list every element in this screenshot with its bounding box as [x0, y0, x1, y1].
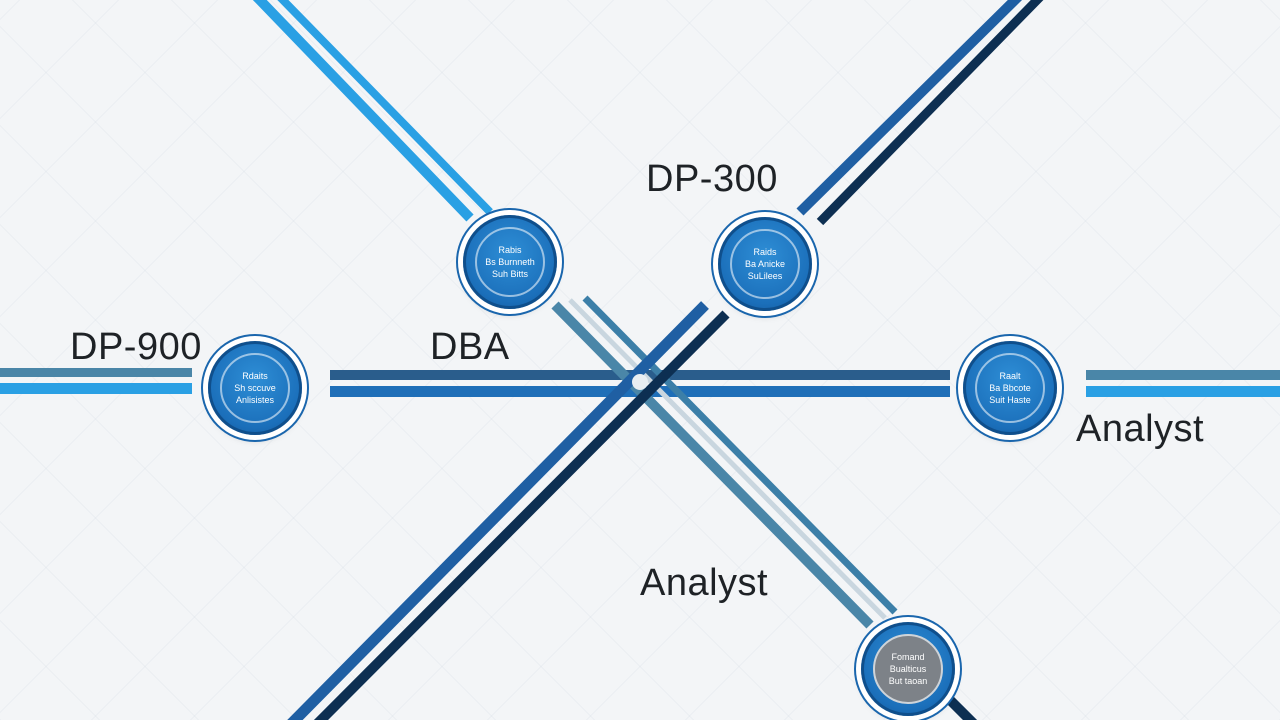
intersection-node	[632, 374, 648, 390]
station-analyst-inner: Raalt Ba Bbcote Suit Haste	[975, 353, 1045, 423]
station-analyst-bottom-inner: Fomand Bualticus But taoan	[873, 634, 943, 704]
label-analyst-bottom: Analyst	[640, 562, 769, 604]
label-dp900: DP-900	[70, 326, 202, 368]
station-dp300[interactable]: Raids Ba Anicke SuLilees	[718, 217, 812, 311]
diagonal-route-navy	[287, 0, 1044, 720]
station-dp900-inner: Rdaits Sh sccuve Anlisistes	[220, 353, 290, 423]
station-analyst-bottom-caption: Fomand Bualticus But taoan	[888, 652, 928, 686]
label-dba: DBA	[430, 326, 510, 368]
label-analyst-right: Analyst	[1076, 408, 1205, 450]
label-dp300: DP-300	[646, 158, 778, 200]
station-dba-caption: Rabis Bs Burnneth Suh Bitts	[485, 245, 535, 279]
diagonal-route-light-blue	[252, 0, 898, 629]
station-dba-inner: Rabis Bs Burnneth Suh Bitts	[475, 227, 545, 297]
horizontal-route-left	[0, 368, 192, 394]
station-dp300-inner: Raids Ba Anicke SuLilees	[730, 229, 800, 299]
horizontal-route-right	[1086, 370, 1280, 397]
station-dp900[interactable]: Rdaits Sh sccuve Anlisistes	[208, 341, 302, 435]
station-analyst[interactable]: Raalt Ba Bbcote Suit Haste	[963, 341, 1057, 435]
station-dba[interactable]: Rabis Bs Burnneth Suh Bitts	[463, 215, 557, 309]
station-analyst-caption: Raalt Ba Bbcote Suit Haste	[989, 371, 1031, 405]
station-analyst-bottom[interactable]: Fomand Bualticus But taoan	[861, 622, 955, 716]
station-dp300-caption: Raids Ba Anicke SuLilees	[744, 247, 786, 281]
station-dp900-caption: Rdaits Sh sccuve Anlisistes	[234, 371, 276, 405]
